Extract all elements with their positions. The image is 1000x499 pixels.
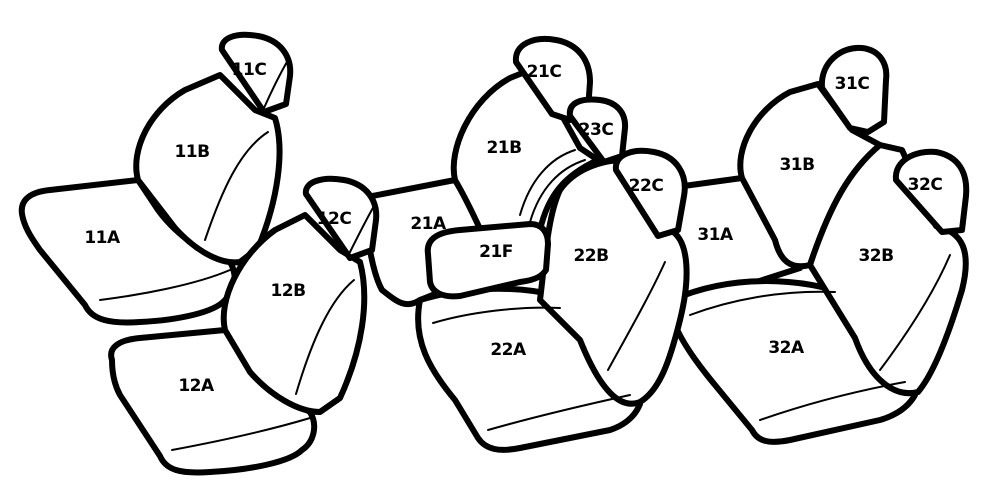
seat-31C-headrest [818,44,890,135]
front-row [18,31,380,476]
seat-22-seam-1 [432,306,561,324]
middle-row [359,36,690,453]
seat-12C-headrest [302,175,380,261]
label-22B: 22B [573,246,608,266]
label-32B: 32B [858,246,893,266]
rear-bench [637,44,970,445]
label-21F: 21F [479,242,513,262]
label-11C: 11C [232,60,267,80]
seat-11C-seam [263,59,289,109]
seat-12B-backrest [220,212,368,415]
label-31B: 31B [779,155,814,175]
label-12A: 12A [178,376,215,396]
part-labels: 11C 11B 11A 12C 12B 12A 21C 23C 21B 22C … [84,60,943,396]
seat-11B-backrest [133,72,283,266]
label-22A: 22A [490,340,527,360]
label-32C: 32C [908,175,943,195]
label-12C: 12C [317,209,352,229]
seat-22-seam-2 [487,394,631,431]
label-11B: 11B [174,142,209,162]
seat-12A-seam [171,417,311,451]
rear-bench-seam-2 [759,381,906,421]
rear-bench-seam-3 [879,254,951,371]
label-11A: 11A [84,228,121,248]
label-12B: 12B [270,281,305,301]
label-31C: 31C [835,74,870,94]
seat-22-seam-3 [607,261,666,371]
seat-32C-headrest [892,148,970,235]
label-21B: 21B [486,138,521,158]
label-32A: 32A [768,338,805,358]
label-23C: 23C [579,120,614,140]
seat-21F-armrest [424,221,551,300]
label-22C: 22C [629,176,664,196]
seat-21-seam-2 [529,159,586,223]
seat-12B-seam [295,279,355,395]
seat-23C-headrest [566,96,629,165]
seat-11B-seam [204,131,269,241]
rear-bench-seam-1 [689,290,836,316]
seat-11A-seam [99,269,231,301]
seat-11C-headrest [218,31,294,115]
seat-21C-headrest [512,36,593,123]
seat-22C-headrest [612,147,688,239]
label-21A: 21A [410,214,447,234]
label-21C: 21C [527,62,562,82]
seat-12C-seam [349,205,375,253]
seat-21-seam-1 [519,149,576,216]
label-31A: 31A [697,225,734,245]
